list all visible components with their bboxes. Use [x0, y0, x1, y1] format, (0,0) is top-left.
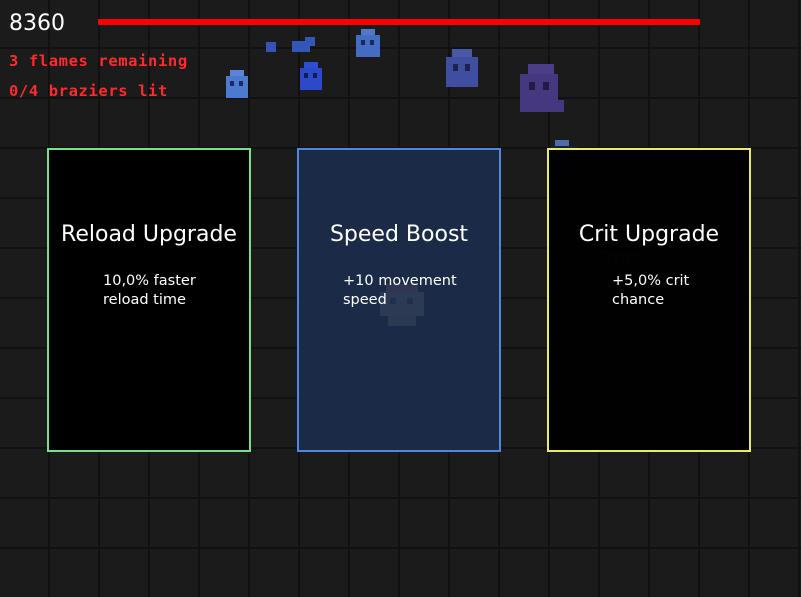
- ghost-icon: [226, 70, 248, 98]
- braziers-lit-text: 0/4 braziers lit: [9, 82, 168, 100]
- upgrade-title: Crit Upgrade: [578, 222, 720, 247]
- health-bar: [98, 19, 700, 25]
- score-display: 8360: [9, 11, 65, 36]
- upgrade-title: Reload Upgrade: [61, 222, 237, 247]
- upgrade-description: 10,0% faster reload time: [103, 273, 196, 308]
- ghost-icon: [446, 49, 478, 87]
- upgrade-title: Speed Boost: [329, 222, 469, 247]
- upgrade-card-reload[interactable]: Reload Upgrade 10,0% faster reload time: [47, 148, 251, 452]
- upgrade-card-speed[interactable]: Speed Boost +10 movement speed: [297, 148, 501, 452]
- projectile-icon: [266, 42, 276, 52]
- upgrade-card-crit[interactable]: Crit Upgrade +5,0% crit chance: [547, 148, 751, 452]
- upgrade-description: +10 movement speed: [343, 273, 457, 308]
- flames-remaining-text: 3 flames remaining: [9, 52, 188, 70]
- ghost-icon: [520, 64, 564, 112]
- projectile-icon: [292, 37, 315, 52]
- ghost-icon: [356, 29, 380, 57]
- ghost-icon: [300, 62, 322, 90]
- upgrade-description: +5,0% crit chance: [612, 273, 690, 308]
